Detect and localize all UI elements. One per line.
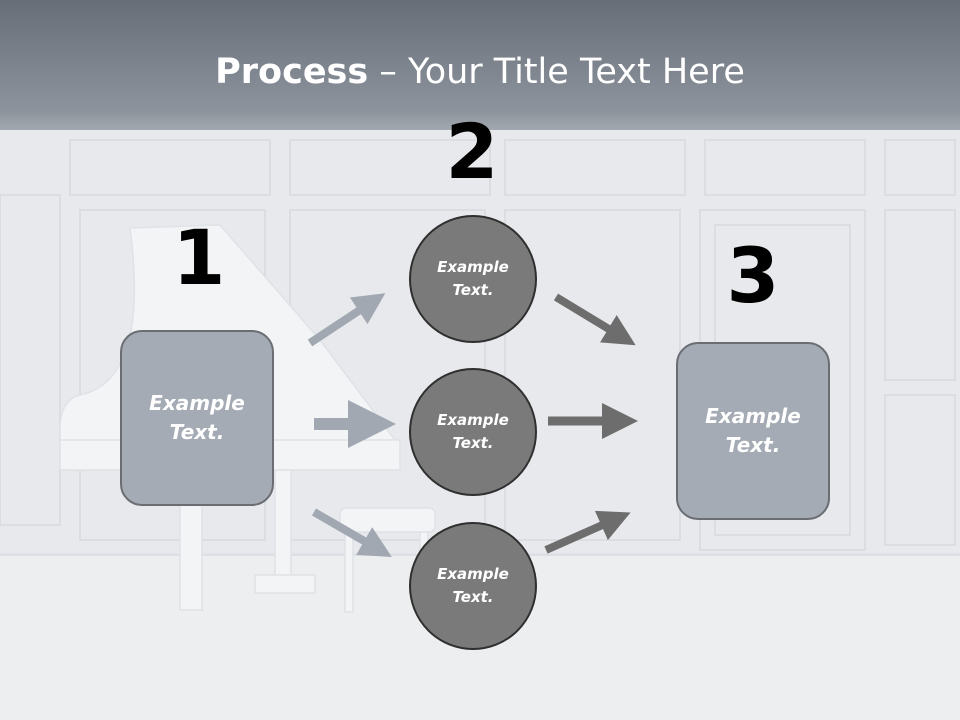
arrow-left-to-top <box>307 293 386 347</box>
title-rest-text: – Your Title Text Here <box>368 52 745 92</box>
left-process-box: Example Text. <box>120 330 274 506</box>
step-number-2: 2 <box>445 107 499 196</box>
slide-title: Process – Your Title Text Here <box>0 52 960 92</box>
middle-process-circle: Example Text. <box>409 368 537 496</box>
title-bold-text: Process <box>215 52 369 92</box>
step-number-3: 3 <box>726 231 780 320</box>
step-number-1: 1 <box>172 213 226 302</box>
bottom-process-circle: Example Text. <box>409 522 537 650</box>
arrow-top-to-right <box>553 293 636 346</box>
arrow-left-to-bottom <box>311 508 392 558</box>
top-process-circle: Example Text. <box>409 215 537 343</box>
arrow-bottom-to-right <box>544 510 631 554</box>
right-process-box: Example Text. <box>676 342 830 520</box>
title-header-band <box>0 0 960 130</box>
